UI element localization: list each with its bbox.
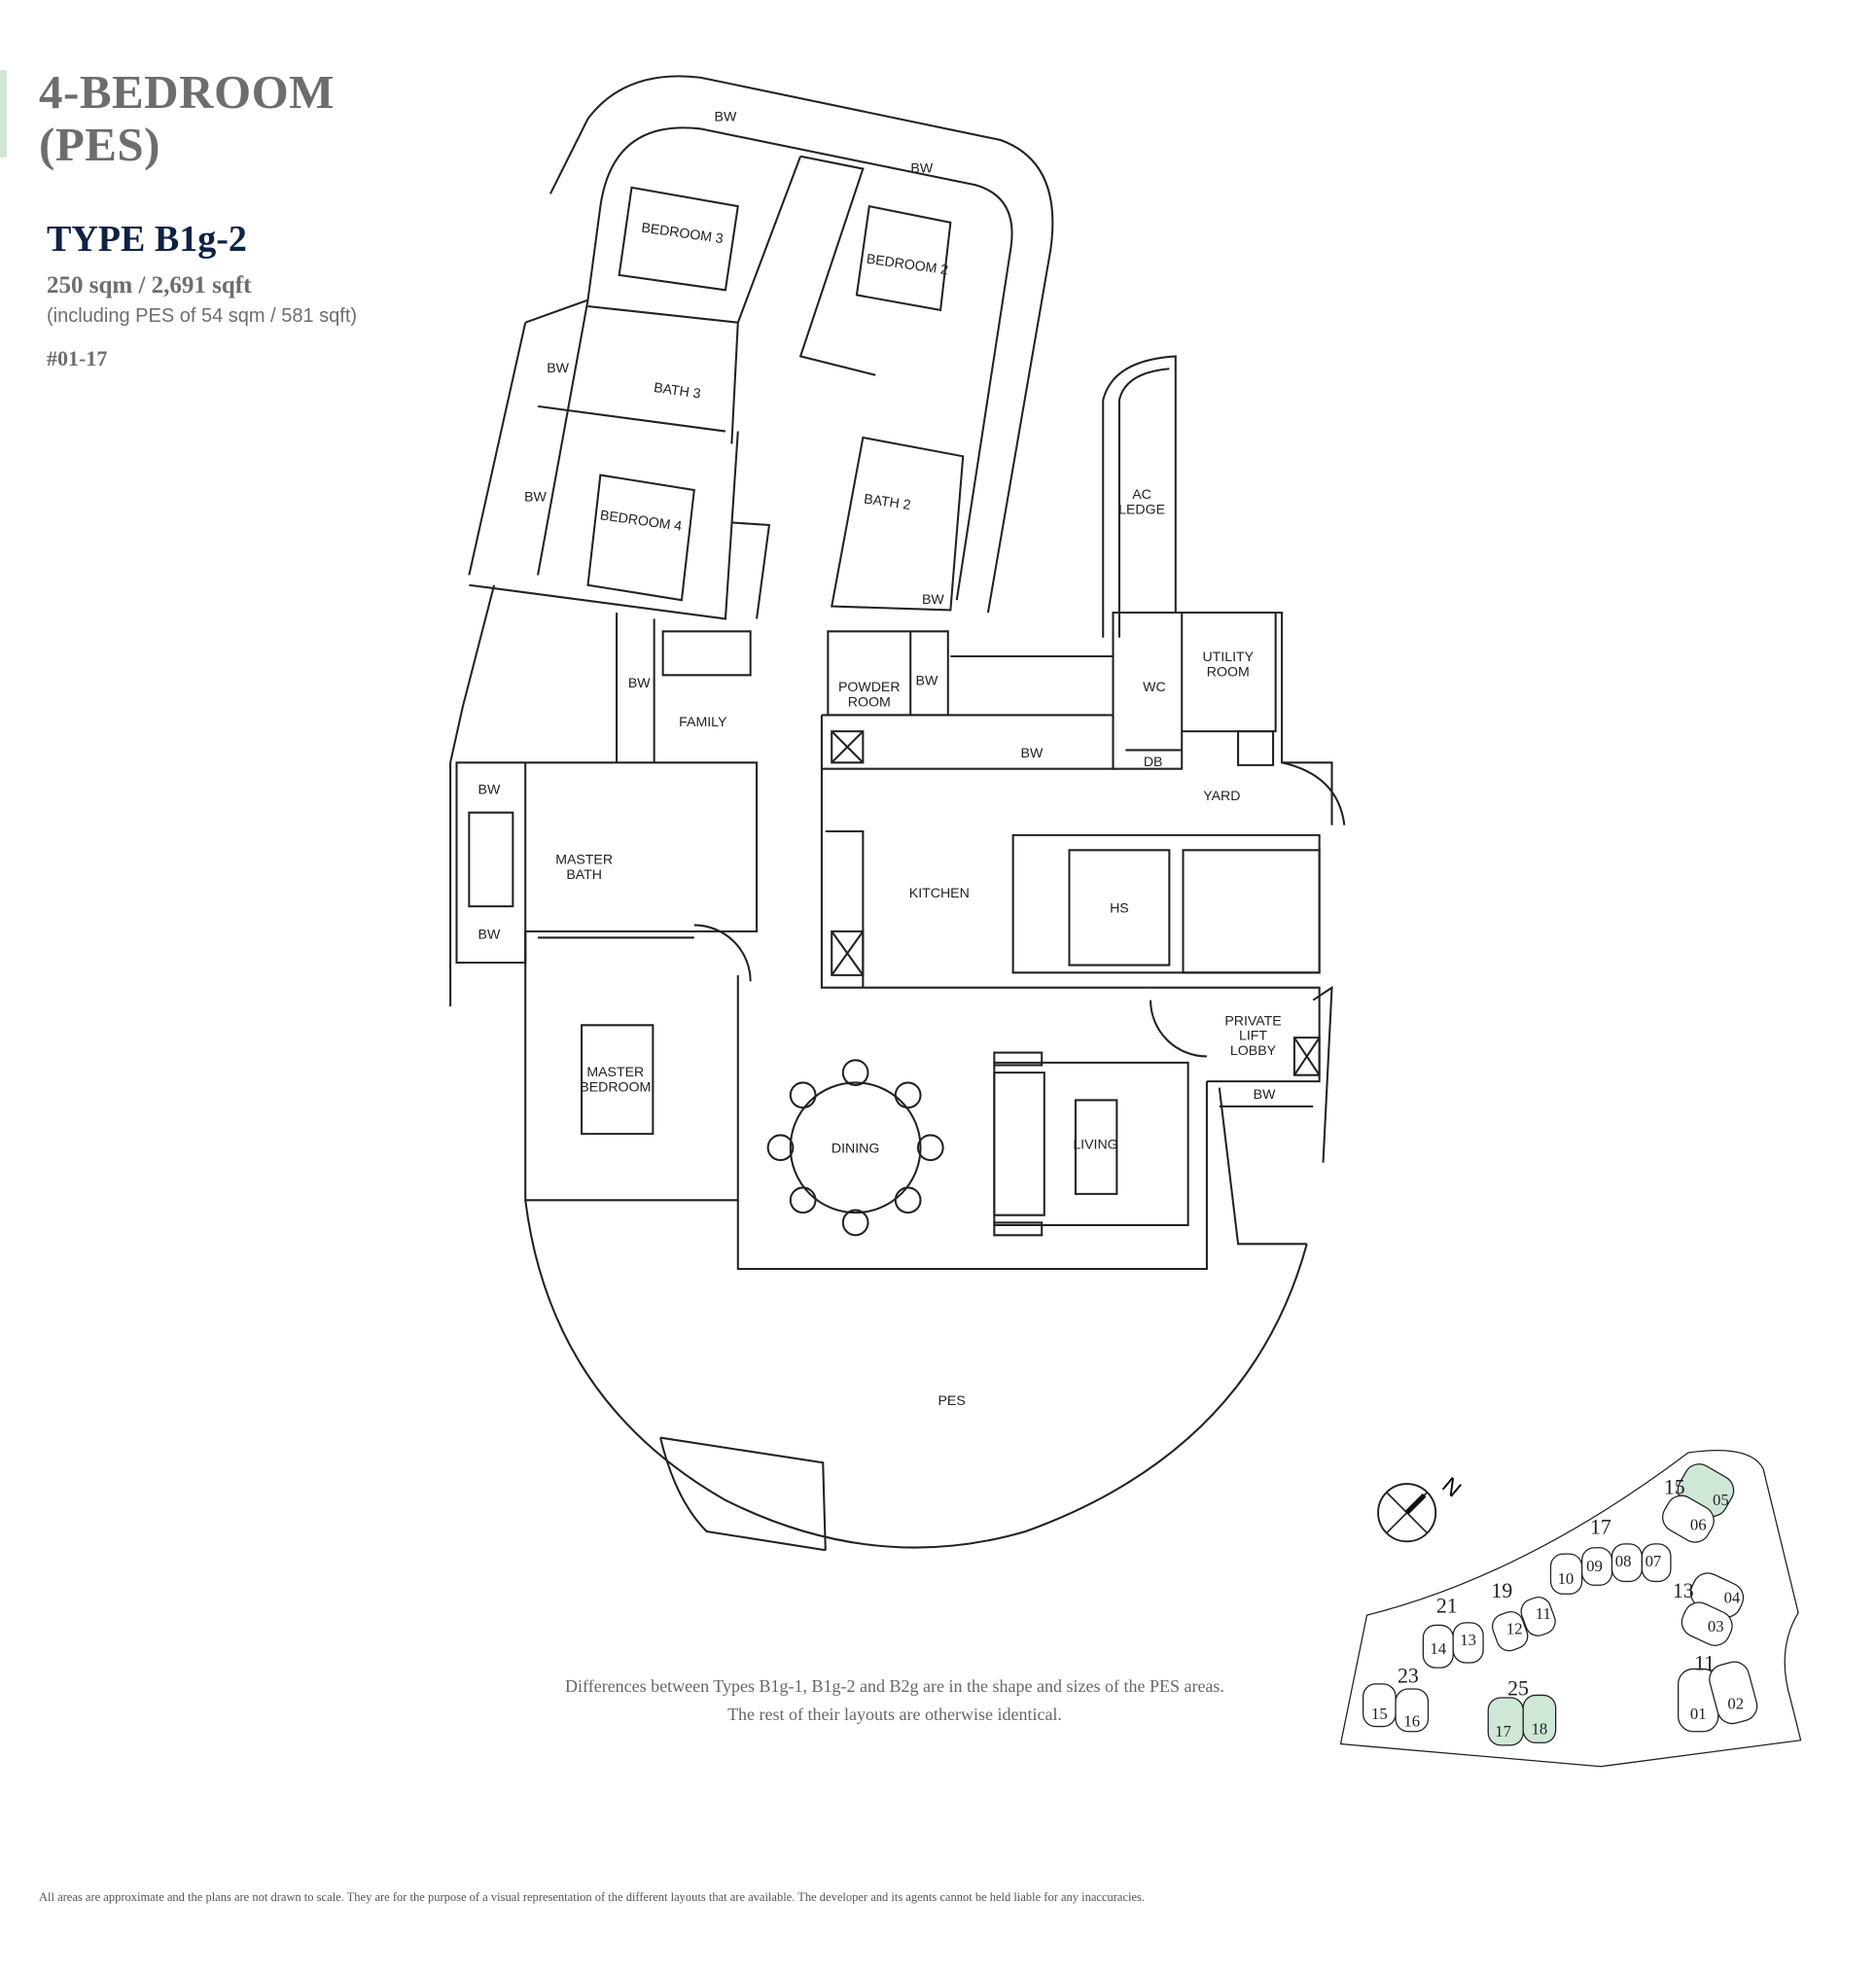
label-bw: BW: [628, 675, 651, 690]
label-master-bath-1: MASTER: [555, 851, 613, 866]
unit-label: 13: [1460, 1631, 1476, 1649]
label-bw: BW: [910, 159, 933, 175]
unit-label: 07: [1646, 1552, 1662, 1570]
block-label: 25: [1507, 1676, 1529, 1700]
unit-label: 17: [1495, 1722, 1511, 1740]
label-kitchen: KITCHEN: [909, 885, 970, 900]
site-unit-07: [1641, 1543, 1672, 1583]
unit-label: 18: [1532, 1719, 1548, 1738]
unit-label: 09: [1586, 1557, 1603, 1575]
unit-label: 01: [1690, 1705, 1707, 1723]
label-dining: DINING: [832, 1140, 879, 1155]
site-unit-18: [1522, 1694, 1557, 1743]
unit-area: 250 sqm / 2,691 sqft: [47, 272, 252, 299]
site-unit-06: [1662, 1494, 1715, 1543]
label-hs: HS: [1110, 900, 1129, 916]
layout-note: Differences between Types B1g-1, B1g-2 a…: [506, 1672, 1284, 1729]
label-bw: BW: [478, 927, 501, 942]
site-unit-02: [1709, 1661, 1758, 1725]
label-db: DB: [1144, 754, 1163, 769]
unit-label: 11: [1536, 1604, 1551, 1623]
block-label: 21: [1436, 1595, 1458, 1618]
unit-label: 05: [1713, 1491, 1729, 1509]
label-bw: BW: [524, 489, 547, 505]
floor-plan-walls: [449, 75, 1346, 1552]
site-unit-12: [1491, 1610, 1529, 1652]
block-label: 23: [1398, 1665, 1419, 1688]
unit-label: 10: [1558, 1569, 1575, 1588]
note-line-2: The rest of their layouts are otherwise …: [727, 1705, 1062, 1724]
block-label: 15: [1664, 1475, 1685, 1498]
label-yard: YARD: [1203, 788, 1240, 803]
label-bw: BW: [922, 591, 944, 607]
unit-number: #01-17: [47, 346, 108, 370]
unit-label: 08: [1615, 1552, 1632, 1570]
note-line-1: Differences between Types B1g-1, B1g-2 a…: [565, 1676, 1224, 1696]
accent-bar: [0, 70, 7, 158]
label-utility-1: UTILITY: [1202, 649, 1254, 664]
label-bath-2: BATH 2: [863, 490, 911, 512]
block-label: 11: [1694, 1652, 1715, 1675]
label-utility-2: ROOM: [1207, 664, 1250, 680]
label-bw: BW: [916, 673, 938, 688]
label-bw: BW: [478, 781, 501, 796]
label-lift-1: PRIVATE: [1224, 1012, 1281, 1028]
site-unit-11: [1520, 1597, 1556, 1636]
title-line-1: 4-BEDROOM: [39, 65, 335, 119]
label-bw: BW: [1254, 1086, 1276, 1102]
page-title: 4-BEDROOM (PES): [39, 66, 335, 171]
unit-label: 16: [1403, 1712, 1420, 1731]
label-bath-3: BATH 3: [653, 379, 701, 402]
label-master-bed-1: MASTER: [586, 1064, 644, 1079]
unit-label: 04: [1724, 1588, 1741, 1606]
label-powder-2: ROOM: [848, 693, 891, 709]
block-label: 17: [1590, 1516, 1611, 1539]
title-line-2: (PES): [39, 118, 160, 171]
unit-label: 06: [1690, 1516, 1707, 1534]
label-ac-ledge-1: AC: [1132, 486, 1151, 502]
label-bedroom-3: BEDROOM 3: [641, 220, 725, 247]
label-lift-3: LOBBY: [1230, 1042, 1277, 1058]
disclaimer: All areas are approximate and the plans …: [39, 1890, 1146, 1904]
label-powder-1: POWDER: [838, 679, 901, 694]
unit-label: 03: [1708, 1617, 1724, 1635]
label-living: LIVING: [1073, 1137, 1117, 1152]
label-lift-2: LIFT: [1239, 1028, 1267, 1043]
unit-label: 14: [1430, 1639, 1446, 1658]
pes-area-note: (including PES of 54 sqm / 581 sqft): [47, 305, 358, 327]
label-wc: WC: [1143, 679, 1166, 694]
unit-type: TYPE B1g-2: [47, 219, 247, 260]
label-bw: BW: [1021, 745, 1044, 760]
north-label: N: [1437, 1472, 1467, 1502]
unit-label: 15: [1371, 1705, 1388, 1723]
dining-chairs: [766, 1059, 944, 1237]
site-unit-16: [1395, 1688, 1430, 1733]
site-unit-13: [1452, 1622, 1484, 1664]
site-unit-03: [1681, 1601, 1733, 1646]
label-family: FAMILY: [679, 714, 727, 729]
site-block-labels: 15 05 06 17 10 09 08 07 13 04 03 19 12 1…: [1371, 1475, 1744, 1740]
label-bedroom-2: BEDROOM 2: [866, 251, 949, 278]
unit-label: 02: [1727, 1695, 1744, 1713]
unit-label: 12: [1506, 1619, 1523, 1637]
label-master-bed-2: BEDROOM: [580, 1078, 651, 1094]
label-pes: PES: [938, 1392, 966, 1408]
site-plan: N 15 05 06 17 10: [1339, 1450, 1802, 1768]
north-compass-icon: N: [1377, 1472, 1467, 1543]
block-label: 13: [1673, 1579, 1694, 1602]
block-label: 19: [1491, 1579, 1512, 1602]
label-ac-ledge-2: LEDGE: [1118, 501, 1165, 516]
label-bedroom-4: BEDROOM 4: [599, 507, 683, 534]
room-labels: BEDROOM 3 BEDROOM 2 BATH 3 BEDROOM 4 BAT…: [478, 109, 1282, 1408]
label-master-bath-2: BATH: [566, 866, 602, 882]
label-bw: BW: [715, 109, 737, 124]
label-bw: BW: [547, 360, 569, 375]
